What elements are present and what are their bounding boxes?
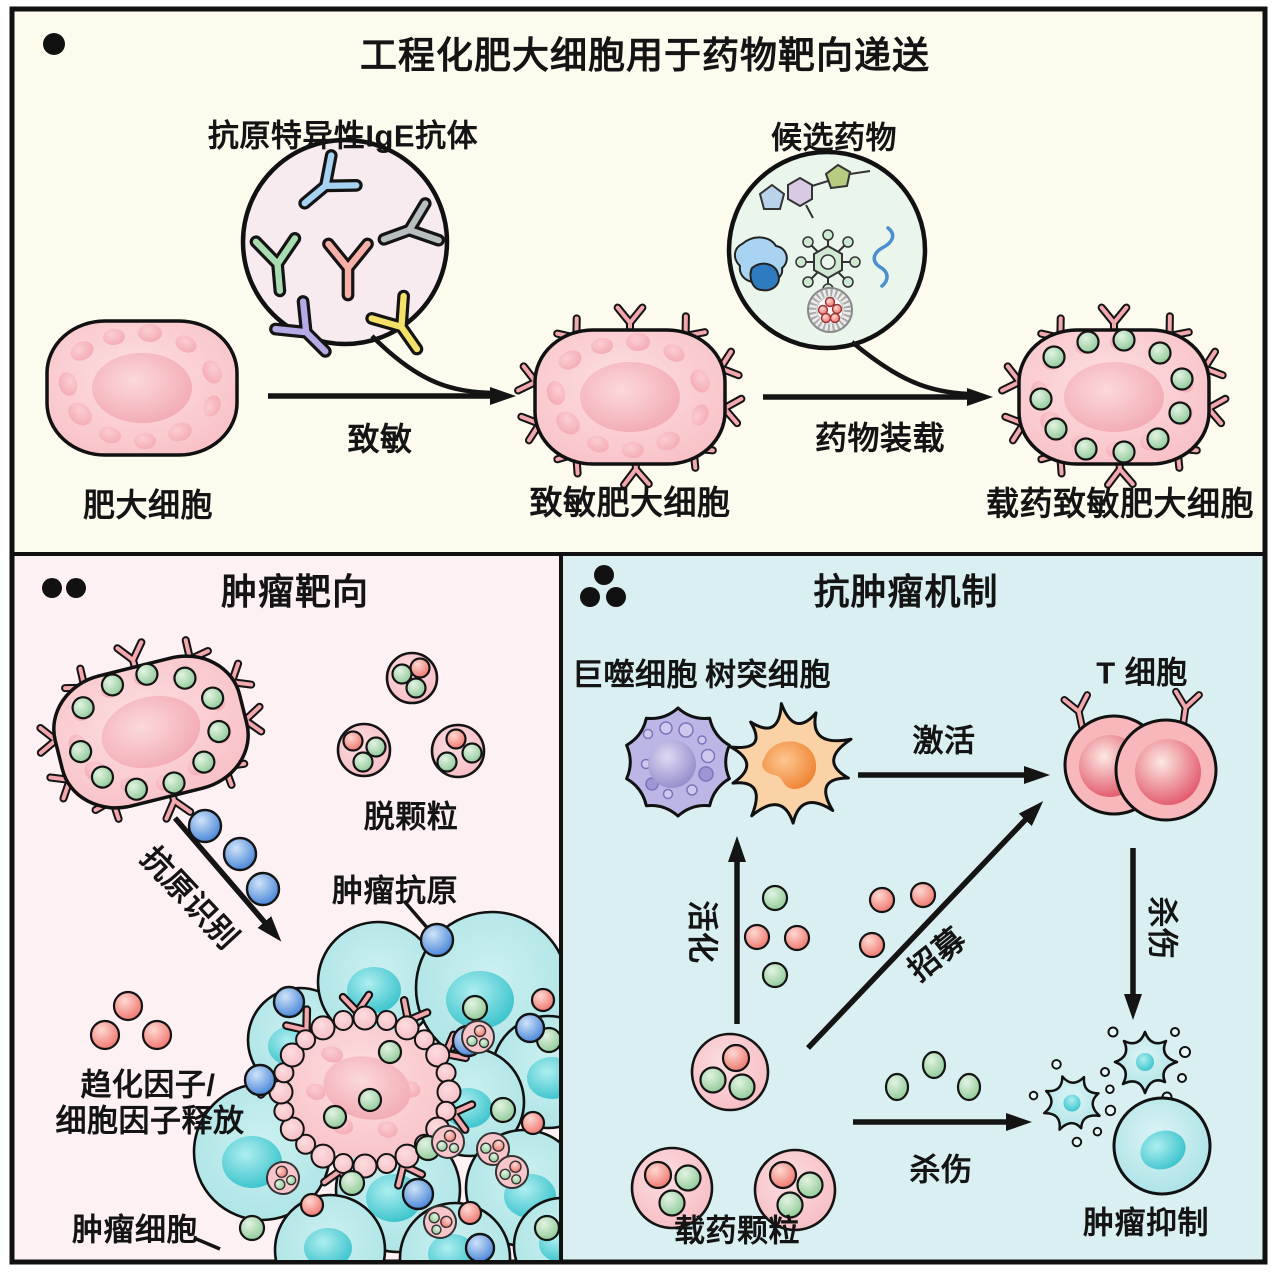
- load-arrow-label: 药物装载: [814, 420, 946, 456]
- ige-circle-label: 抗原特异性IgE抗体: [207, 118, 479, 154]
- protein-drug-icon: [734, 236, 788, 292]
- left-panel-title: 肿瘤靶向: [220, 571, 370, 612]
- nucleoside-drug-icon: [758, 163, 871, 219]
- kill-arrow-label-t-cell: 杀伤: [1144, 896, 1180, 960]
- degranulation-vesicles: [336, 651, 486, 779]
- degranulation-label: 脱颗粒: [363, 799, 459, 835]
- macrophage: [625, 706, 731, 818]
- loaded-cell-label: 载药致敏肥大细胞: [986, 485, 1254, 522]
- bound-antigen-dot: [243, 1063, 277, 1097]
- chemokine-release-line1: 趋化因子/: [80, 1067, 216, 1103]
- tumor-cell-label: 肿瘤细胞: [72, 1212, 198, 1248]
- chemokine-release-line2: 细胞因子释放: [55, 1103, 245, 1139]
- bound-antigen-dot: [272, 985, 306, 1019]
- loaded-granules: [630, 1032, 837, 1232]
- mast-cell: [45, 319, 239, 457]
- factor-dots-recruit: [858, 881, 937, 959]
- panel-one-marker-dot: [43, 33, 65, 55]
- top-panel-title: 工程化肥大细胞用于药物靶向递送: [360, 35, 930, 76]
- dendritic-label: 树突细胞: [705, 657, 831, 693]
- bound-antigen-dot: [401, 1177, 435, 1211]
- tumor-antigen-pointer: [402, 899, 432, 933]
- degranulating-mast-cell: [243, 985, 485, 1211]
- dendrimer-drug-icon: [795, 229, 861, 295]
- figure-frame: [9, 6, 1268, 1265]
- mobilize-arrow-label: 活化: [684, 900, 720, 964]
- mast-cell-label: 肥大细胞: [82, 487, 214, 523]
- sensitized-cell-label: 致敏肥大细胞: [529, 484, 731, 521]
- ige-to-arrow-connector: [370, 334, 496, 396]
- antigen-recognition-arrow: [172, 816, 282, 942]
- loaded-granule-label: 载药颗粒: [674, 1213, 800, 1249]
- chemokine-dots: [89, 990, 173, 1051]
- panel-three-marker-dots: [580, 565, 626, 607]
- tumor-cell-pointer: [193, 1236, 221, 1251]
- suppressed-tumor-cell: [1112, 1096, 1212, 1196]
- tumor-mass: [192, 910, 559, 1260]
- macrophage-label: 巨噬细胞: [572, 657, 698, 693]
- dendritic-cell: [729, 702, 853, 825]
- antigen-dots-trail: [187, 808, 281, 907]
- tumor-antigen-dot: [419, 922, 455, 958]
- tumor-antigen-label: 肿瘤抗原: [332, 873, 458, 909]
- drug-circle-label: 候选药物: [771, 120, 897, 156]
- drug-to-arrow-connector: [850, 340, 969, 397]
- ige-antibody-circle: [240, 137, 450, 365]
- rna-drug-icon: [872, 226, 895, 288]
- liposome-drug-icon: [807, 287, 853, 333]
- tumor-suppression-label: 肿瘤抑制: [1083, 1205, 1209, 1241]
- panel-two-marker-dots: [42, 578, 86, 598]
- factor-dots-mobilize: [743, 884, 811, 989]
- sensitize-arrow-label: 致敏: [347, 421, 413, 457]
- released-factors: [238, 987, 559, 1260]
- activate-arrow-label: 激活: [912, 723, 976, 759]
- right-panel-title: 抗肿瘤机制: [813, 571, 999, 612]
- t-cells: [1064, 692, 1218, 822]
- t-cell-label: T 细胞: [1096, 655, 1188, 691]
- kill-arrow-label-granule: 杀伤: [909, 1152, 973, 1188]
- drug-dots-kill: [884, 1050, 982, 1102]
- candidate-drug-circle: [726, 149, 928, 351]
- recruit-arrow: [806, 801, 1044, 1050]
